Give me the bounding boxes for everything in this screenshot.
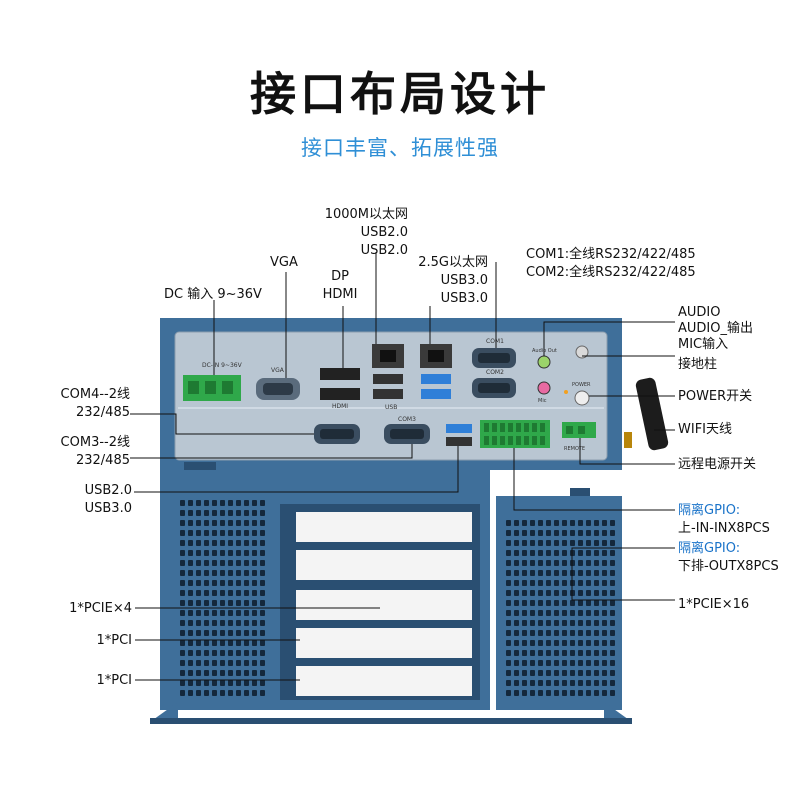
label-audio-out: AUDIO_输出 [678, 321, 753, 336]
label-lan-1000m: 1000M以太网 [324, 207, 408, 222]
slot-1 [296, 512, 472, 542]
label-com2: COM2:全线RS232/422/485 [526, 265, 696, 280]
label-usb20-a: USB2.0 [360, 225, 408, 240]
label-usb-lower-b: USB3.0 [84, 501, 132, 516]
page-subtitle: 接口丰富、拓展性强 [301, 136, 499, 160]
page-title: 接口布局设计 [250, 67, 550, 121]
label-gpio-out: 下排-OUTX8PCS [678, 559, 779, 574]
leader-lines [130, 252, 675, 681]
label-vga: VGA [270, 255, 298, 270]
label-gpio-in: 上-IN-INX8PCS [678, 521, 770, 536]
mic-jack [537, 381, 551, 395]
slot-4 [296, 628, 472, 658]
label-pci-1: 1*PCI [96, 633, 132, 648]
label-dp: DP [331, 269, 349, 284]
gpio-terminal [480, 420, 550, 448]
label-hdmi: HDMI [322, 287, 358, 302]
label-wifi-antenna: WIFI天线 [678, 422, 732, 437]
label-usb-lower-a: USB2.0 [84, 483, 132, 498]
label-com3-a: COM3--2线 [60, 435, 130, 450]
label-pcie4: 1*PCIE×4 [69, 601, 132, 616]
mark-hdmi: HDMI [332, 403, 348, 410]
label-gpio-out-title: 隔离GPIO: [678, 541, 741, 556]
mark-power: POWER [572, 382, 591, 388]
mark-vga: VGA [271, 367, 285, 374]
slot-3 [296, 590, 472, 620]
ground-post [575, 345, 589, 359]
label-usb30-a: USB3.0 [440, 273, 488, 288]
label-com4-b: 232/485 [75, 405, 130, 420]
mark-mic: Mic [538, 398, 547, 404]
label-usb20-b: USB2.0 [360, 243, 408, 258]
vent-slots-right [506, 520, 615, 696]
label-remote-power: 远程电源开关 [678, 457, 757, 472]
power-button [574, 390, 590, 406]
wifi-antenna [635, 377, 669, 451]
vent-slots-left [180, 500, 265, 696]
label-lan-2-5g: 2.5G以太网 [418, 255, 488, 270]
label-pci-2: 1*PCI [96, 673, 132, 688]
mark-dc-in: DC-IN 9~36V [202, 362, 243, 369]
label-com4-a: COM4--2线 [60, 387, 130, 402]
label-audio: AUDIO [678, 305, 721, 320]
mark-com1: COM1 [486, 338, 504, 345]
label-ground-post: 接地柱 [678, 357, 718, 372]
label-dc-input: DC 输入 9~36V [164, 287, 262, 302]
chassis-base [150, 718, 632, 724]
label-com3-b: 232/485 [75, 453, 130, 468]
hdmi-port [320, 388, 360, 400]
slot-2 [296, 550, 472, 580]
mark-com3: COM3 [398, 416, 416, 423]
mark-com2: COM2 [486, 369, 504, 376]
audio-out-jack [537, 355, 551, 369]
mark-usb: USB [385, 404, 397, 411]
slot-5 [296, 666, 472, 696]
label-gpio-in-title: 隔离GPIO: [678, 503, 741, 518]
label-usb30-b: USB3.0 [440, 291, 488, 306]
label-com1: COM1:全线RS232/422/485 [526, 247, 696, 262]
label-power-switch: POWER开关 [678, 389, 753, 404]
label-mic-input: MIC输入 [678, 337, 729, 352]
mark-remote: REMOTE [564, 446, 585, 452]
label-pcie16: 1*PCIE×16 [678, 597, 750, 612]
